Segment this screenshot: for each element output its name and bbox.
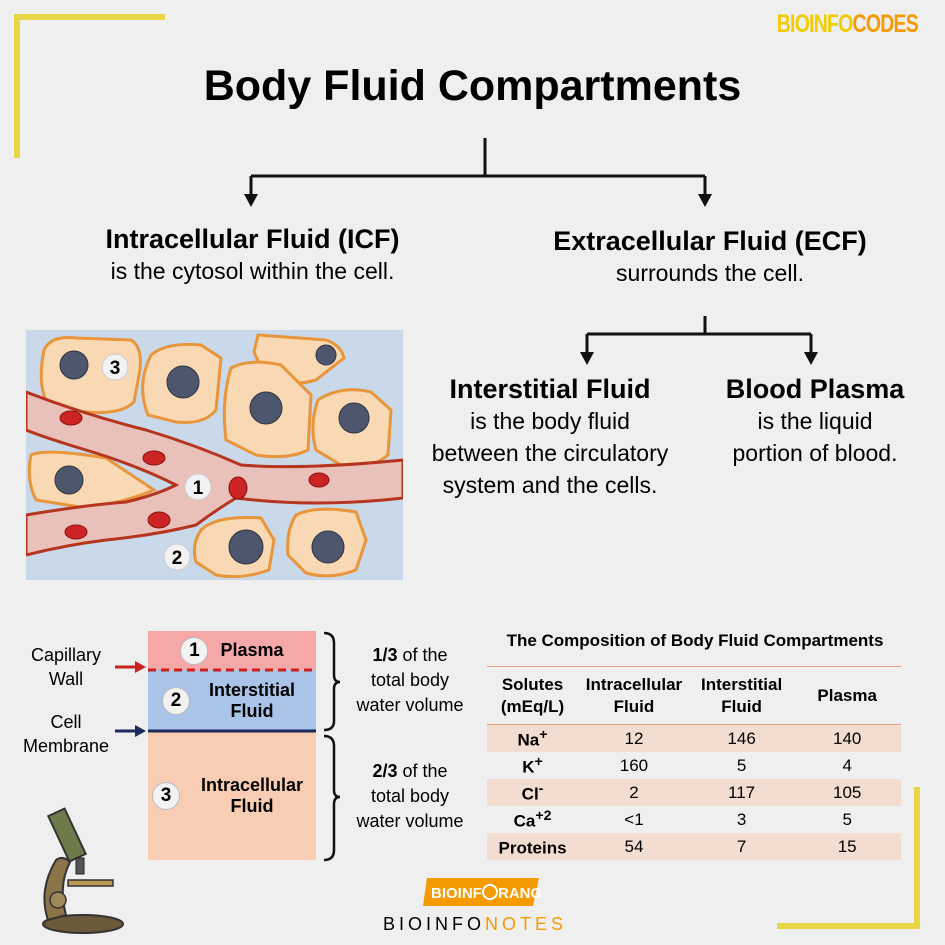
header-intracellular: Intracellular Fluid — [578, 666, 690, 725]
svg-text:1: 1 — [193, 478, 204, 499]
header-plasma: Plasma — [793, 666, 901, 725]
one-third-brace — [323, 631, 341, 732]
top-left-bracket — [14, 14, 165, 158]
intracellular-number: 3 — [152, 781, 180, 810]
microscope-icon — [42, 807, 124, 934]
ecf-description: surrounds the cell. — [616, 260, 804, 286]
interstitial-desc-line-3: system and the cells. — [442, 472, 658, 498]
tissue-illustration: 3 1 2 — [26, 330, 403, 580]
interstitial-desc-line-2: between the circulatory — [431, 440, 669, 466]
interstitial-title: Interstitial Fluid — [449, 374, 651, 404]
svg-text:3: 3 — [110, 358, 121, 379]
bottom-right-bracket — [777, 787, 920, 929]
interstitial-label: Interstitial Fluid — [208, 679, 296, 721]
nucleus — [338, 402, 370, 434]
red-blood-cell — [64, 524, 88, 540]
red-blood-cell — [59, 410, 83, 426]
svg-text:RANGE: RANGE — [498, 885, 543, 902]
nucleus — [54, 465, 84, 495]
nucleus — [166, 365, 200, 399]
interstitial-desc-line-1: is the body fluid — [470, 408, 630, 434]
plasma-layer: 1 Plasma — [148, 631, 316, 670]
marker-3: 3 — [101, 353, 129, 381]
plasma-label: Plasma — [220, 640, 284, 660]
plasma-number: 1 — [180, 636, 209, 665]
marker-1: 1 — [184, 473, 212, 501]
nucleus — [311, 530, 345, 564]
page-title: Body Fluid Compartments — [203, 62, 742, 110]
icf-description: is the cytosol within the cell. — [110, 258, 395, 284]
footer-brand-text: BIOINFONOTES — [382, 914, 568, 934]
table-header-row: Solutes (mEq/L) Intracellular Fluid Inte… — [487, 666, 901, 725]
table-title: The Composition of Body Fluid Compartmen… — [506, 631, 884, 650]
intracellular-layer: 3 Intracellular Fluid — [148, 731, 316, 860]
red-blood-cell — [147, 511, 171, 529]
blood-plasma-desc-line-1: is the liquid — [757, 408, 873, 434]
red-blood-cell — [308, 472, 330, 488]
two-third-brace — [323, 734, 341, 862]
red-blood-cell — [228, 476, 248, 500]
svg-text:BIOINF: BIOINF — [431, 885, 482, 902]
brand-logo-top: BIOINFOCODES — [776, 10, 919, 38]
two-third-label: 2/3 of the total body water volume — [356, 761, 464, 831]
ecf-title: Extracellular Fluid (ECF) — [553, 226, 867, 256]
blood-plasma-desc-line-2: portion of blood. — [732, 440, 898, 466]
svg-text:2: 2 — [172, 548, 183, 569]
interstitial-layer: 2 Interstitial Fluid — [148, 670, 316, 731]
interstitial-number: 2 — [162, 686, 190, 715]
footer-logo-badge: BIOINF RANGE — [423, 878, 543, 906]
nucleus — [249, 391, 283, 425]
icf-block: Intracellular Fluid (ICF) is the cytosol… — [40, 224, 465, 287]
header-interstitial: Interstitial Fluid — [689, 666, 794, 725]
nucleus — [315, 344, 337, 366]
one-third-label: 1/3 of the total body water volume — [356, 645, 464, 715]
cell — [27, 450, 158, 510]
interstitial-block: Interstitial Fluid is the body fluid bet… — [400, 374, 700, 501]
intracellular-label: Intracellular Fluid — [200, 774, 304, 816]
header-solutes: Solutes (mEq/L) — [487, 666, 579, 725]
capillary-vessel — [26, 390, 403, 557]
red-blood-cell — [142, 450, 166, 466]
icf-title: Intracellular Fluid (ICF) — [105, 224, 400, 254]
blood-plasma-title: Blood Plasma — [725, 374, 905, 404]
blood-plasma-block: Blood Plasma is the liquid portion of bl… — [705, 374, 925, 469]
composition-table: Solutes (mEq/L) Intracellular Fluid Inte… — [487, 666, 901, 860]
marker-2: 2 — [163, 543, 191, 571]
ecf-block: Extracellular Fluid (ECF) surrounds the … — [490, 226, 930, 289]
nucleus — [228, 529, 264, 565]
nucleus — [59, 350, 89, 380]
